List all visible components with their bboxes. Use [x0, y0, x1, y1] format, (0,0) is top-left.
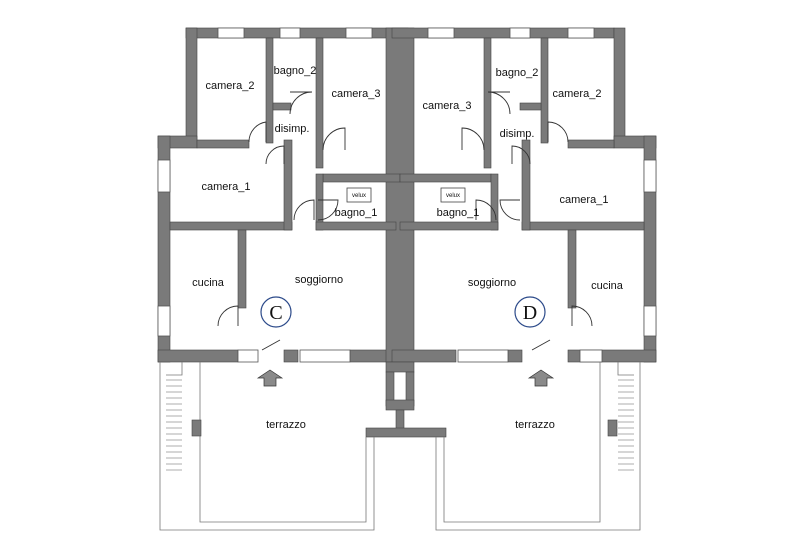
room-label-bagno-2-d: bagno_2: [496, 67, 539, 79]
room-label-terrazzo-d: terrazzo: [515, 419, 555, 431]
room-label-camera-1-d: camera_1: [560, 194, 609, 206]
room-label-cucina-d: cucina: [591, 280, 624, 292]
room-label-soggiorno-d: soggiorno: [468, 277, 516, 289]
entrance-arrow-icon: [256, 369, 284, 387]
room-label-bagno-2-c: bagno_2: [274, 65, 317, 77]
room-label-disimp-c: disimp.: [275, 123, 310, 135]
room-label-camera-1-c: camera_1: [202, 181, 251, 193]
stairs-left: [166, 379, 182, 471]
room-label-terrazzo-c: terrazzo: [266, 419, 306, 431]
room-label-soggiorno-c: soggiorno: [295, 274, 343, 286]
walls-unit-d: [391, 27, 657, 363]
central-pillar: [365, 361, 447, 438]
room-label-cucina-c: cucina: [192, 277, 225, 289]
velux-skylights: [346, 187, 466, 203]
unit-d-marker: [514, 296, 546, 328]
room-label-camera-3-c: camera_3: [332, 88, 381, 100]
room-label-bagno-1-c: bagno_1: [335, 207, 378, 219]
velux-label-d: velux: [446, 193, 460, 199]
unit-d-letter: D: [523, 302, 537, 324]
room-label-camera-3-d: camera_3: [423, 100, 472, 112]
unit-c-marker: [260, 296, 292, 328]
entrance-arrow-icon: [527, 369, 555, 387]
velux-label-c: velux: [352, 193, 366, 199]
windows: [157, 27, 657, 363]
stairs-right: [618, 379, 634, 471]
room-label-camera-2-d: camera_2: [553, 88, 602, 100]
walls-unit-c: [157, 27, 415, 363]
terrace-piers: [191, 419, 618, 437]
room-label-disimp-d: disimp.: [500, 128, 535, 140]
unit-c-letter: C: [269, 302, 282, 324]
door-swings: [217, 91, 593, 351]
room-label-camera-2-c: camera_2: [206, 80, 255, 92]
terrace-outlines: [159, 362, 641, 531]
room-label-bagno-1-d: bagno_1: [437, 207, 480, 219]
